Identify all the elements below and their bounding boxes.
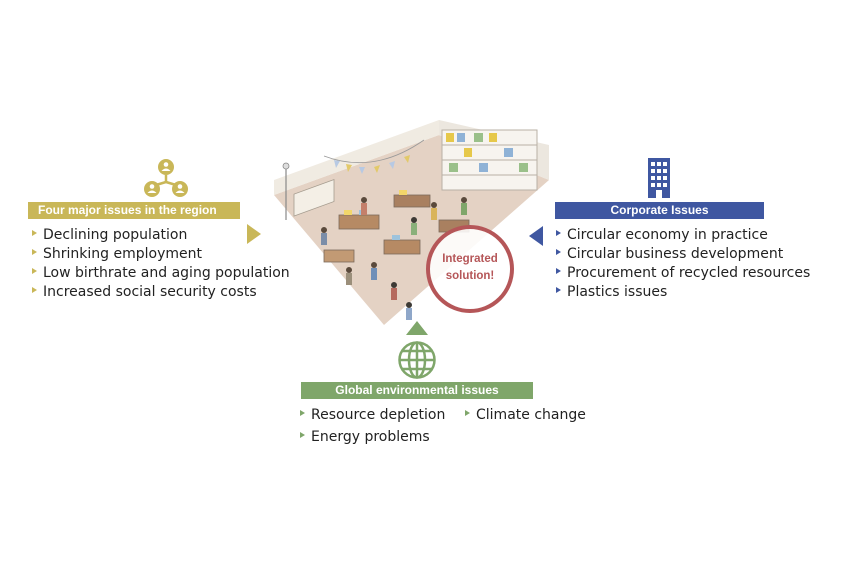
corporate-issues-list: Circular economy in practice Circular bu…: [556, 226, 810, 302]
global-issues-list: Climate change: [465, 406, 586, 425]
list-item: Plastics issues: [556, 283, 810, 302]
bullet-triangle-icon: [300, 431, 305, 438]
people-network-icon: [144, 159, 188, 197]
list-item: Low birthrate and aging population: [32, 264, 290, 283]
list-item: Shrinking employment: [32, 245, 290, 264]
integrated-solution-badge: Integrated solution!: [426, 225, 514, 313]
list-item: Climate change: [465, 406, 586, 425]
solution-label-line1: Integrated: [442, 253, 498, 265]
list-item: Resource depletion: [300, 406, 445, 425]
arrow-up-icon: [406, 321, 428, 335]
region-issues-header: Four major issues in the region: [28, 202, 240, 219]
globe-icon: [398, 341, 436, 379]
bullet-triangle-icon: [32, 229, 37, 236]
bullet-triangle-icon: [556, 286, 561, 293]
arrow-right-icon: [247, 224, 261, 244]
bullet-triangle-icon: [556, 229, 561, 236]
store-interior-illustration: [274, 120, 549, 325]
solution-label-line2: solution!: [445, 270, 495, 282]
global-issues-list: Resource depletion: [300, 406, 445, 425]
bullet-triangle-icon: [556, 248, 561, 255]
global-issues-header: Global environmental issues: [301, 382, 533, 399]
list-item: Declining population: [32, 226, 290, 245]
bullet-triangle-icon: [556, 267, 561, 274]
building-icon: [648, 158, 670, 198]
list-item: Circular economy in practice: [556, 226, 810, 245]
list-item: Energy problems: [300, 428, 430, 447]
global-issues-list: Energy problems: [300, 428, 430, 447]
bullet-triangle-icon: [465, 409, 470, 416]
bullet-triangle-icon: [32, 286, 37, 293]
arrow-left-icon: [529, 226, 543, 246]
corporate-issues-header: Corporate Issues: [555, 202, 764, 219]
bullet-triangle-icon: [300, 409, 305, 416]
list-item: Increased social security costs: [32, 283, 290, 302]
bullet-triangle-icon: [32, 248, 37, 255]
bullet-triangle-icon: [32, 267, 37, 274]
list-item: Circular business development: [556, 245, 810, 264]
list-item: Procurement of recycled resources: [556, 264, 810, 283]
region-issues-list: Declining population Shrinking employmen…: [32, 226, 290, 302]
